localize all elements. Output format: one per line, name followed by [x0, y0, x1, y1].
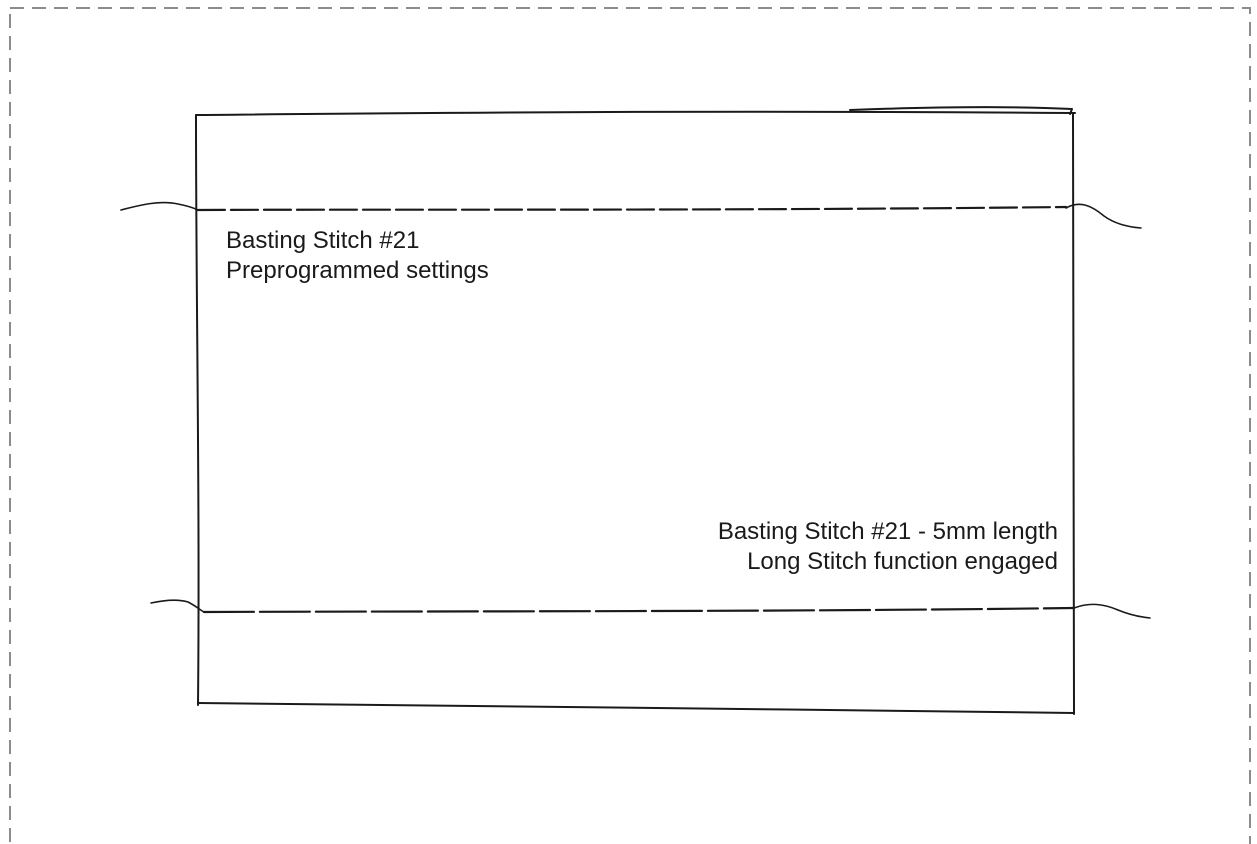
fabric-edge-bottom	[197, 702, 1075, 714]
bottom-thread-tail-left	[150, 599, 205, 613]
top-seam-label-line1: Basting Stitch #21	[226, 227, 420, 254]
fabric-edge-left	[195, 114, 200, 706]
dashed-page-border	[9, 7, 1251, 844]
fabric-edge-top-overstroke	[849, 106, 1073, 115]
bottom-thread-tail-right	[1073, 603, 1151, 619]
fabric-edge-right	[1071, 113, 1076, 715]
fabric-edge-top	[195, 110, 1076, 116]
bottom-seam-label: Basting Stitch #21 - 5mm length Long Sti…	[718, 517, 1058, 577]
top-seam-label-line2: Preprogrammed settings	[226, 257, 489, 284]
top-thread-tails	[120, 201, 1142, 229]
top-thread-tail-left	[120, 201, 199, 211]
top-basting-seam	[196, 205, 1068, 212]
bottom-basting-seam	[202, 606, 1076, 614]
top-thread-tail-right	[1065, 203, 1142, 229]
bottom-seam-label-line2: Long Stitch function engaged	[747, 548, 1058, 575]
bottom-seam-label-line1: Basting Stitch #21 - 5mm length	[717, 518, 1058, 545]
top-seam-label: Basting Stitch #21 Preprogrammed setting…	[226, 226, 489, 286]
bottom-thread-tails	[150, 599, 1151, 619]
fabric-outline	[195, 106, 1076, 715]
